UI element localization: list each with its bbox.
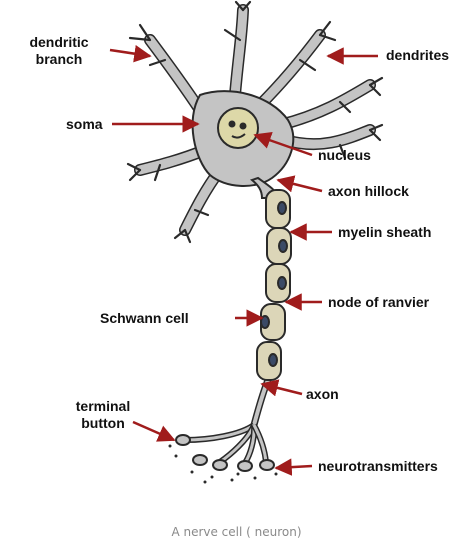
label-terminal-button-line2: button	[81, 415, 125, 431]
label-axon: axon	[306, 386, 339, 402]
label-myelin-sheath: myelin sheath	[338, 224, 432, 240]
label-dendritic-branch-line1: dendritic	[29, 34, 89, 50]
label-terminal-button: terminal button	[68, 398, 138, 432]
label-dendritic-branch: dendritic branch	[16, 34, 102, 68]
label-dendrites: dendrites	[386, 47, 450, 63]
label-nucleus: nucleus	[318, 147, 371, 163]
label-dendritic-branch-line2: branch	[35, 51, 83, 67]
label-node-of-ranvier: node of ranvier	[328, 294, 430, 310]
label-axon-hillock: axon hillock	[328, 183, 409, 199]
figure-caption: A nerve cell ( neuron)	[171, 525, 302, 539]
label-terminal-button-line1: terminal	[75, 398, 131, 414]
label-soma: soma	[66, 116, 103, 132]
label-arrows	[109, 45, 378, 476]
nucleus-shape	[217, 107, 259, 149]
label-schwann-cell: Schwann cell	[100, 310, 189, 326]
label-neurotransmitters: neurotransmitters	[318, 458, 438, 474]
myelin-sheaths	[256, 189, 292, 381]
axon-terminal	[175, 422, 275, 472]
